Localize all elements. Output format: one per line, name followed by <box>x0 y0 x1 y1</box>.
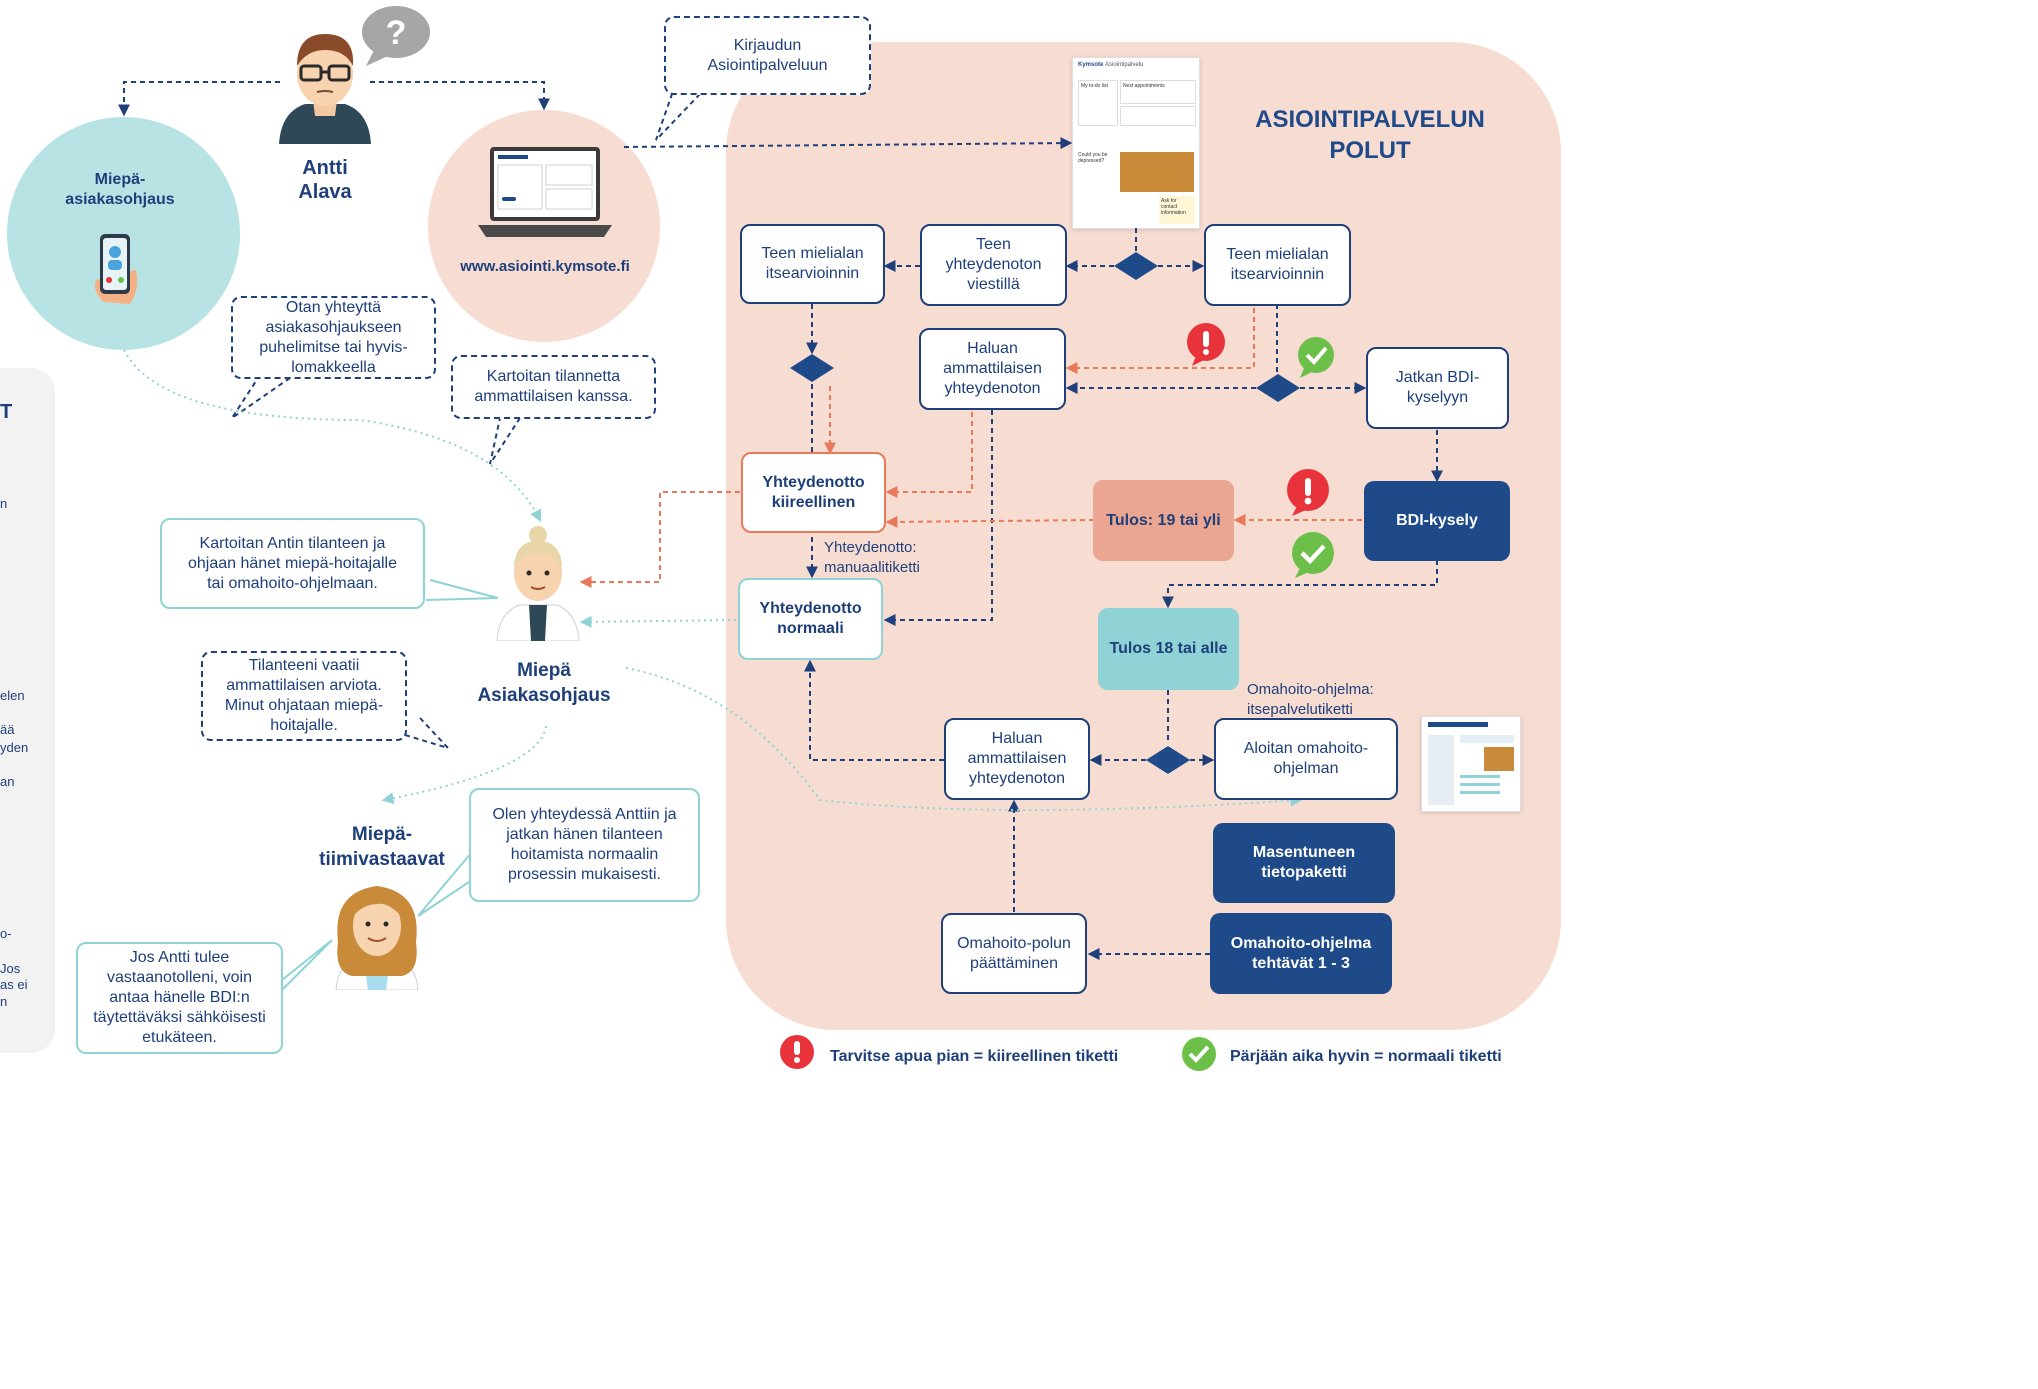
antti-name: Antti Alava <box>298 157 352 203</box>
node-aloitan-omahoito: Aloitan omahoito-ohjelman <box>1214 718 1398 800</box>
node-yhteydenotto-normaali: Yhteydenotto normaali <box>738 578 883 660</box>
laptop-icon <box>476 145 614 243</box>
kartoitan-bubble: Kartoitan Antin tilanteen ja ohjaan häne… <box>160 518 425 609</box>
node-teen-yhteydenoton: Teen yhteydenoton viestillä <box>920 224 1067 306</box>
role-miepa-asiakasohjaus: Miepä Asiakasohjaus <box>477 660 611 706</box>
legend-urgent: Tarvitse apua pian = kiireellinen tikett… <box>830 1048 1119 1065</box>
left-panel-fragment: ää <box>0 722 15 737</box>
antti-avatar <box>275 20 375 144</box>
node-bdi-kysely: BDI-kysely <box>1364 481 1510 561</box>
login-bubble: Kirjaudun Asiointipalveluun <box>664 16 871 95</box>
olen-bubble: Olen yhteydessä Anttiin ja jatkan hänen … <box>469 788 700 902</box>
screenshot-card-title: Could you be depressed? <box>1078 152 1108 164</box>
left-panel-heading: T <box>0 401 13 423</box>
node-tulos-18: Tulos 18 tai alle <box>1098 608 1239 690</box>
node-tulos-19: Tulos: 19 tai yli <box>1093 480 1234 561</box>
phone-icon <box>90 230 142 308</box>
asiointipalvelu-screenshot: Kymsote Asiointipalvelu My to-do list Ne… <box>1072 57 1200 229</box>
screenshot-brand: Kymsote <box>1078 62 1104 68</box>
role-tiimivastaavat: Miepä-tiimivastaavat <box>319 824 445 870</box>
left-panel-fragment: an <box>0 774 15 789</box>
contact-bubble: Otan yhteyttä asiakasohjaukseen puhelimi… <box>231 296 436 379</box>
question-bubble-icon: ? <box>358 4 432 68</box>
edge-label-manuaalitiketti: Yhteydenotto: manuaalitiketti <box>824 539 920 576</box>
survey-bubble: Kartoitan tilannetta ammattilaisen kanss… <box>451 355 656 419</box>
screenshot-card-title: My to-do list <box>1081 83 1108 89</box>
check-icon <box>1296 336 1336 378</box>
miepa-asiakasohjaus-label: Miepä-asiakasohjaus <box>65 171 175 208</box>
node-omahoito-tehtavat: Omahoito-ohjelma tehtävät 1 - 3 <box>1210 913 1392 994</box>
left-panel-fragment: n <box>0 994 8 1009</box>
check-icon <box>1290 532 1336 578</box>
legend-normal: Pärjään aika hyvin = normaali tiketti <box>1230 1048 1502 1065</box>
edge-label-itsepalvelutiketti: Omahoito-ohjelma: itsepalvelutiketti <box>1247 681 1374 718</box>
node-omahoito-paattaminen: Omahoito-polun päättäminen <box>941 913 1087 994</box>
tilanteeni-bubble: Tilanteeni vaatii ammattilaisen arviota.… <box>201 651 407 741</box>
screenshot-card-title: Next appointments <box>1123 83 1165 89</box>
omahoito-screenshot <box>1421 716 1521 812</box>
team-lead-avatar <box>328 872 426 991</box>
left-panel-fragment: elen <box>0 688 25 703</box>
web-service-url[interactable]: www.asiointi.kymsote.fi <box>460 258 630 275</box>
node-yhteydenotto-kiireellinen: Yhteydenotto kiireellinen <box>741 452 886 533</box>
left-panel-fragment: yden <box>0 740 29 755</box>
check-icon <box>1180 1036 1218 1071</box>
svg-text:?: ? <box>386 14 407 52</box>
alert-icon <box>778 1034 816 1071</box>
left-info-panel <box>0 368 55 1053</box>
flow-connectors <box>118 81 1443 991</box>
node-haluan-bottom: Haluan ammattilaisen yhteydenoton <box>944 718 1090 800</box>
left-panel-fragment: as ei <box>0 977 28 992</box>
alert-icon <box>1285 468 1331 516</box>
node-haluan-top: Haluan ammattilaisen yhteydenoton <box>919 328 1066 410</box>
alert-icon <box>1186 322 1226 366</box>
left-panel-fragment: n <box>0 496 8 511</box>
node-jatkan-bdi: Jatkan BDI-kyselyyn <box>1366 347 1509 429</box>
jos-bubble: Jos Antti tulee vastaanotolleni, voin an… <box>76 942 283 1054</box>
left-panel-fragment: Jos <box>0 961 21 976</box>
nurse-avatar <box>495 523 581 642</box>
node-teen-mielialan-left: Teen mielialan itsearvioinnin <box>740 224 885 304</box>
node-teen-mielialan-right: Teen mielialan itsearvioinnin <box>1204 224 1351 306</box>
miepa-asiakasohjaus-circle <box>7 117 240 350</box>
node-masentuneen-tietopaketti: Masentuneen tietopaketti <box>1213 823 1395 903</box>
left-panel-fragment: o- <box>0 926 12 941</box>
screenshot-card-title: Ask for contact information <box>1161 198 1186 216</box>
screenshot-heading: Asiointipalvelu <box>1105 62 1144 68</box>
page-title: ASIOINTIPALVELUN POLUT <box>1255 106 1485 164</box>
